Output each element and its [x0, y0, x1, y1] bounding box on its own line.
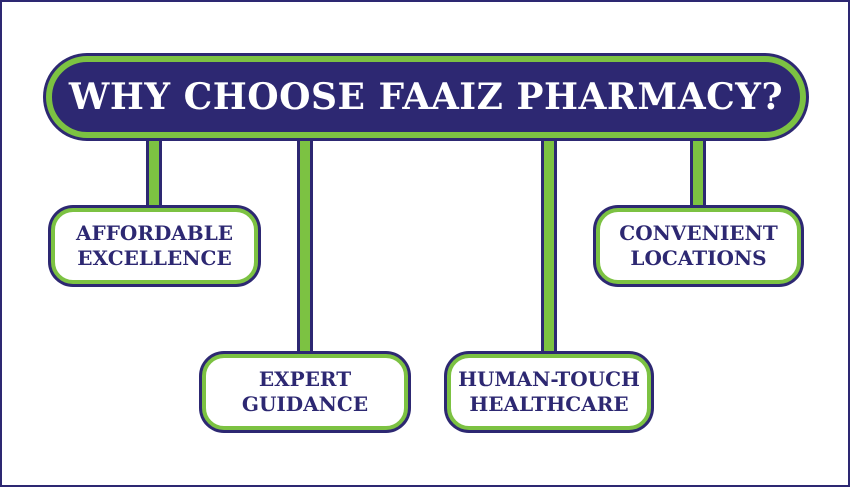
- connector-affordable-excellence: [146, 138, 162, 210]
- connector-human-touch-healthcare: [541, 138, 557, 356]
- box-label-line2: GUIDANCE: [241, 392, 369, 416]
- connector-convenient-locations: [690, 138, 706, 210]
- box-expert-guidance: EXPERT GUIDANCE: [202, 354, 408, 430]
- box-label-line2: LOCATIONS: [630, 246, 767, 270]
- title-bar: WHY CHOOSE FAAIZ PHARMACY?: [46, 56, 806, 138]
- diagram-title: WHY CHOOSE FAAIZ PHARMACY?: [68, 76, 784, 118]
- box-convenient-locations: CONVENIENT LOCATIONS: [596, 208, 801, 284]
- box-affordable-excellence: AFFORDABLE EXCELLENCE: [51, 208, 258, 284]
- box-label-line2: HEALTHCARE: [469, 392, 629, 416]
- box-label-line1: HUMAN-TOUCH: [458, 367, 640, 391]
- box-label-line1: EXPERT: [258, 367, 352, 391]
- box-label-line2: EXCELLENCE: [77, 246, 232, 270]
- box-human-touch-healthcare: HUMAN-TOUCH HEALTHCARE: [447, 354, 651, 430]
- box-label-line1: AFFORDABLE: [75, 221, 234, 245]
- connector-expert-guidance: [297, 138, 313, 356]
- box-label-line1: CONVENIENT: [619, 221, 778, 245]
